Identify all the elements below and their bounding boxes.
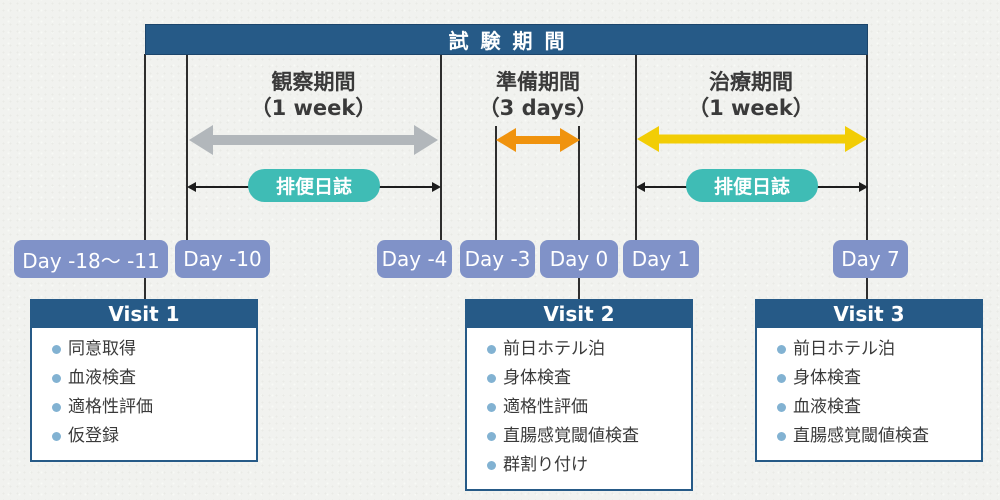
visit-item-label: 直腸感覚閾値検査 [503,426,639,446]
connector-line-day-18 [144,54,146,300]
visit-item-label: 適格性評価 [68,397,153,417]
bullet-icon [487,461,496,470]
connector-line-day-3 [495,126,497,241]
list-item: 仮登録 [52,422,252,451]
period-preparation-label: 準備期間 （3 days） [453,69,623,121]
visit-2-title: Visit 2 [467,301,691,328]
period-observation-duration: （1 week） [250,96,377,120]
preparation-range-arrow [496,128,580,152]
bullet-icon [52,403,61,412]
bullet-icon [777,374,786,383]
arrow-right-icon [845,126,867,152]
treatment-range-arrow [637,126,867,152]
day-badge-1: Day 1 [623,240,699,278]
observation-range-arrow [189,125,438,155]
visit-item-label: 群割り付け [503,455,588,475]
period-observation-name: 観察期間 [271,70,356,94]
day-badge-minus4: Day -4 [377,240,452,278]
bullet-icon [487,432,496,441]
list-item: 群割り付け [487,451,687,480]
arrow-right-icon [432,182,441,192]
visit-3-item-list: 前日ホテル泊 身体検査 血液検査 直腸感覚閾値検査 [757,328,981,460]
bullet-icon [52,374,61,383]
bullet-icon [52,345,61,354]
visit-item-label: 血液検査 [68,368,136,388]
visit-2-card: Visit 2 前日ホテル泊 身体検査 適格性評価 直腸感覚閾値検査 群割り付け [465,299,693,491]
visit-item-label: 直腸感覚閾値検査 [793,426,929,446]
period-preparation-name: 準備期間 [496,70,580,94]
arrow-left-icon [189,125,213,155]
list-item: 身体検査 [777,364,977,393]
trial-period-title: 試験期間 [448,29,577,53]
visit-item-label: 血液検査 [793,397,861,417]
diary-pill-treatment: 排便日誌 [686,169,818,202]
bullet-icon [52,432,61,441]
period-treatment-label: 治療期間 （1 week） [635,69,867,121]
visit-1-card: Visit 1 同意取得 血液検査 適格性評価 仮登録 [30,299,258,462]
diary-pill-label: 排便日誌 [275,176,352,198]
bullet-icon [777,432,786,441]
bullet-icon [487,374,496,383]
list-item: 血液検査 [777,393,977,422]
period-preparation-duration: （3 days） [478,96,598,120]
arrow-right-icon [560,128,580,152]
connector-line-day-4 [440,54,442,241]
arrow-left-icon [187,182,196,192]
visit-item-label: 身体検査 [793,368,861,388]
visit-item-label: 仮登録 [68,426,119,446]
list-item: 適格性評価 [52,393,252,422]
connector-line-day-1 [635,54,637,241]
arrow-left-icon [496,128,516,152]
visit-2-item-list: 前日ホテル泊 身体検査 適格性評価 直腸感覚閾値検査 群割り付け [467,328,691,489]
list-item: 前日ホテル泊 [777,335,977,364]
day-badge-minus10: Day -10 [175,240,270,278]
connector-line-day-10 [186,54,188,241]
visit-item-label: 同意取得 [68,339,136,359]
period-treatment-duration: （1 week） [688,96,814,120]
visit-3-title: Visit 3 [757,301,981,328]
bullet-icon [487,403,496,412]
visit-1-title: Visit 1 [32,301,256,328]
list-item: 適格性評価 [487,393,687,422]
list-item: 同意取得 [52,335,252,364]
list-item: 身体検査 [487,364,687,393]
day-badge-minus18-11: Day -18～ -11 [14,240,168,278]
treatment-arrow-shaft [655,134,849,144]
connector-line-day-7 [866,54,868,300]
day-badge-7: Day 7 [833,240,908,278]
visit-1-item-list: 同意取得 血液検査 適格性評価 仮登録 [32,328,256,460]
bullet-icon [777,345,786,354]
preparation-arrow-shaft [513,136,563,144]
arrow-right-icon [859,182,868,192]
bullet-icon [777,403,786,412]
connector-line-day-0 [578,126,580,300]
day-badge-0: Day 0 [540,240,618,278]
day-badge-minus3: Day -3 [460,240,535,278]
list-item: 直腸感覚閾値検査 [777,422,977,451]
list-item: 血液検査 [52,364,252,393]
arrow-right-icon [414,125,438,155]
list-item: 直腸感覚閾値検査 [487,422,687,451]
period-observation-label: 観察期間 （1 week） [186,69,441,121]
visit-item-label: 前日ホテル泊 [503,339,605,359]
visit-item-label: 前日ホテル泊 [793,339,895,359]
observation-arrow-shaft [209,135,418,145]
period-treatment-name: 治療期間 [709,70,793,94]
visit-item-label: 身体検査 [503,368,571,388]
arrow-left-icon [636,182,645,192]
diary-pill-label: 排便日誌 [713,176,790,198]
list-item: 前日ホテル泊 [487,335,687,364]
arrow-left-icon [637,126,659,152]
bullet-icon [487,345,496,354]
diary-pill-observation: 排便日誌 [248,169,380,202]
visit-3-card: Visit 3 前日ホテル泊 身体検査 血液検査 直腸感覚閾値検査 [755,299,983,462]
trial-period-bar: 試験期間 [145,24,868,55]
visit-item-label: 適格性評価 [503,397,588,417]
